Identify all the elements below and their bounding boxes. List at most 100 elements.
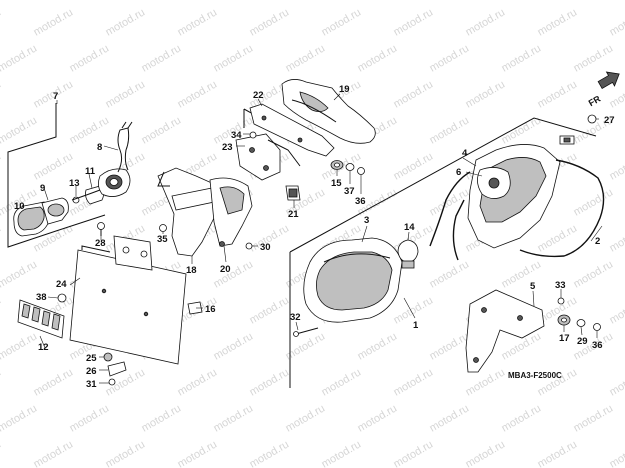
watermark-text: motod.ru [32,366,76,398]
watermark-text: motod.ru [0,78,3,110]
watermark-text: motod.ru [0,330,39,362]
part-label-9: 9 [40,183,45,194]
part-19-cover[interactable] [281,79,376,144]
part-5-stay[interactable] [465,289,545,373]
part-label-8: 8 [97,142,102,153]
watermark-text: motod.ru [68,0,112,3]
watermark-text: motod.ru [68,114,112,146]
watermark-text: motod.ru [536,222,580,254]
watermark-text: motod.ru [608,366,625,398]
watermark-text: motod.ru [68,42,112,74]
watermark-text: motod.ru [500,0,544,3]
watermark-text: motod.ru [140,0,184,3]
watermark-text: motod.ru [572,402,616,434]
part-label-19: 19 [339,84,350,95]
watermark-text: motod.ru [68,402,112,434]
part-label-20: 20 [220,264,231,275]
part-label-21: 21 [288,209,299,220]
watermark-text: motod.ru [0,114,39,146]
part-label-28: 28 [95,238,106,249]
group-taillight [289,117,605,388]
part-33-bolt[interactable] [557,297,565,305]
small-parts-stay [557,114,601,331]
part-label-2: 2 [595,236,600,247]
part-label-33: 33 [555,280,566,291]
watermark-text: motod.ru [176,78,220,110]
part-27-nut[interactable] [587,114,597,124]
watermark-text: motod.ru [212,42,256,74]
watermark-text: motod.ru [0,366,3,398]
part-14-bulb[interactable] [397,239,419,263]
watermark-text: motod.ru [464,6,508,38]
leader-lines [21,93,603,384]
part-37-collar[interactable] [345,163,355,171]
watermark-text: motod.ru [212,258,256,290]
watermark-text: motod.ru [0,294,3,326]
watermark-text: motod.ru [536,6,580,38]
part-16-clip[interactable] [187,301,203,315]
watermark-text: motod.ru [572,42,616,74]
watermark-text: motod.ru [248,294,292,326]
part-label-16: 16 [205,304,216,315]
part-label-36a: 36 [355,196,366,207]
part-38-bolt[interactable] [57,293,67,303]
group-license-light [7,103,133,248]
watermark-text: motod.ru [0,6,3,38]
watermark-text: motod.ru [428,186,472,218]
watermark-text: motod.ru [572,186,616,218]
part-29-collar[interactable] [576,319,586,327]
part-2-wire[interactable] [519,159,605,258]
watermark-text: motod.ru [356,330,400,362]
small-parts-bracket [57,222,203,386]
watermark-text: motod.ru [140,114,184,146]
part-label-30: 30 [260,242,271,253]
watermark-text: motod.ru [608,6,625,38]
part-32-screw[interactable] [295,327,319,335]
watermark-text: motod.ru [608,150,625,182]
part-20-splash-guard[interactable] [209,177,253,247]
watermark-text: motod.ru [320,6,364,38]
part-26-bracket-plate[interactable] [107,361,127,377]
watermark-text: motod.ru [104,438,148,468]
watermark-text: motod.ru [500,258,544,290]
part-22-bracket[interactable] [249,103,335,157]
part-label-29: 29 [577,336,588,347]
part-23-mount[interactable] [235,133,281,181]
watermark-text: motod.ru [320,438,364,468]
group-rear-support [235,103,335,201]
part-25-grommet[interactable] [103,352,113,362]
watermark-text: motod.ru [284,402,328,434]
watermark-text: motod.ru [572,0,616,3]
part-label-35: 35 [157,234,168,245]
part-24-license-bracket[interactable] [69,235,187,365]
part-label-25: 25 [86,353,97,364]
watermark-text: motod.ru [212,402,256,434]
part-34-bolt[interactable] [249,131,257,139]
part-18-fender[interactable] [157,167,221,257]
part-label-37: 37 [344,186,355,197]
watermark-text: motod.ru [32,6,76,38]
part-label-27: 27 [604,115,615,126]
part-12-reflector[interactable] [17,299,65,339]
watermark-text: motod.ru [500,42,544,74]
part-label-4: 4 [462,148,468,159]
watermark-text: motod.ru [248,6,292,38]
part-label-10: 10 [14,201,25,212]
watermark-text: motod.ru [356,0,400,3]
part-36-nut-b[interactable] [593,323,601,331]
watermark-text: motod.ru [212,0,256,3]
watermark-text: motod.ru [608,294,625,326]
part-36-nut[interactable] [357,167,365,175]
part-30-bolt[interactable] [245,242,253,250]
part-35-nut[interactable] [159,224,167,232]
part-label-1: 1 [413,320,419,331]
watermark-text: motod.ru [392,366,436,398]
watermark-text: motod.ru [356,402,400,434]
watermark-text: motod.ru [464,78,508,110]
part-31-screw[interactable] [108,378,116,386]
part-label-14: 14 [404,222,415,233]
part-28-bolt[interactable] [97,222,105,230]
part-label-12: 12 [38,342,49,353]
watermark-text: motod.ru [0,438,3,468]
